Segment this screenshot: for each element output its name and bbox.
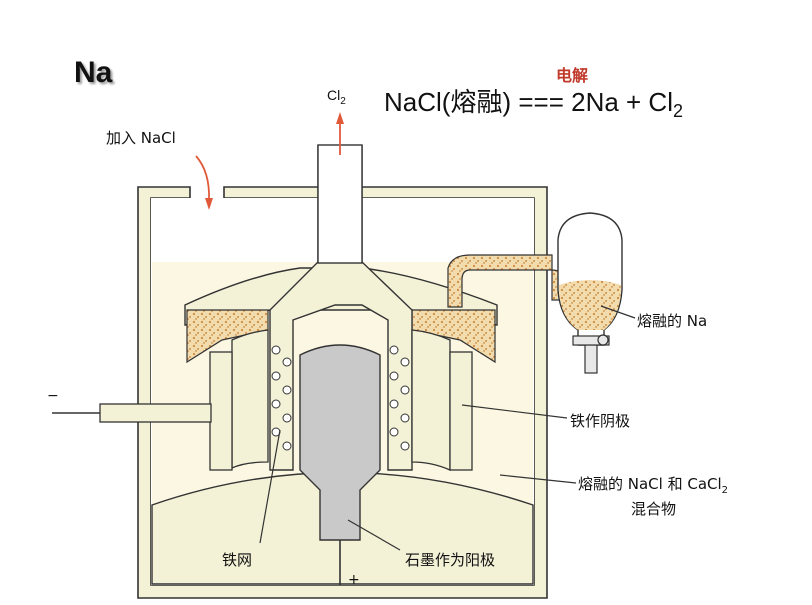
reaction-equation: NaCl(熔融) === 2Na + Cl2: [384, 82, 683, 122]
mixture-label-subscript: 2: [721, 485, 729, 496]
reaction-condition: 电解: [556, 66, 589, 85]
chlorine-label-subscript: 2: [340, 95, 346, 107]
add-nacl-label: 加入 NaCl: [106, 129, 176, 147]
chlorine-label-text: Cl: [327, 87, 341, 103]
mixture-label-line1: 熔融的 NaCl 和 CaCl2: [578, 473, 728, 496]
chlorine-hood: [269, 144, 413, 471]
mixture-label-line2: 混合物: [631, 500, 677, 518]
page-title: Na: [74, 56, 113, 89]
iron-cathode-label: 铁作阴极: [570, 412, 631, 430]
iron-mesh-left: [271, 345, 292, 451]
sodium-reservoir: [557, 212, 623, 374]
equation-text: NaCl(熔融) === 2Na + Cl: [384, 87, 673, 117]
iron-cathode: [52, 329, 473, 471]
mixture-label-text: 熔融的 NaCl 和 CaCl: [578, 475, 722, 493]
graphite-anode-label: 石墨作为阳极: [405, 551, 496, 569]
add-nacl-arrow: [195, 155, 213, 210]
graphite-anode: [299, 344, 381, 585]
iron-mesh-right: [389, 345, 410, 451]
chlorine-outlet-label: Cl2: [327, 87, 346, 107]
chlorine-up-arrow: [336, 112, 344, 155]
positive-terminal-sign: +: [348, 572, 360, 588]
leader-lines: [259, 305, 636, 551]
iron-mesh-label: 铁网: [222, 551, 253, 569]
negative-terminal-sign: −: [47, 388, 59, 404]
molten-na-label: 熔融的 Na: [637, 312, 708, 330]
equation-subscript: 2: [672, 101, 683, 122]
